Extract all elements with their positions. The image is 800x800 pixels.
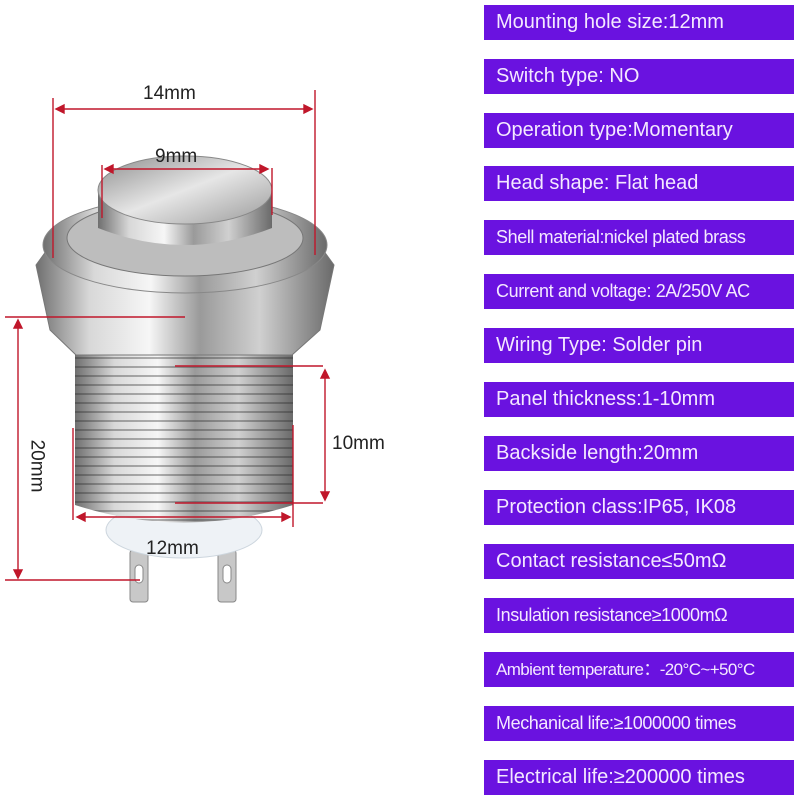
spec-electrical-life: Electrical life:≥200000 times — [484, 760, 794, 795]
spec-switch-type: Switch type: NO — [484, 59, 794, 94]
spec-insulation-resistance: Insulation resistance≥1000mΩ — [484, 598, 794, 633]
push-button-switch-illustration — [5, 90, 335, 603]
dimension-thread-diameter: 12mm — [146, 538, 199, 559]
solder-pins — [129, 549, 237, 603]
dimension-button-diameter: 9mm — [155, 146, 198, 167]
threaded-body — [75, 330, 293, 523]
spec-current-voltage: Current and voltage: 2A/250V AC — [484, 274, 794, 309]
spec-head-shape: Head shape: Flat head — [484, 166, 794, 201]
spec-contact-resistance: Contact resistance≤50mΩ — [484, 544, 794, 579]
flat-head-button — [97, 155, 273, 245]
spec-shell-material: Shell material:nickel plated brass — [484, 220, 794, 255]
spec-protection-class: Protection class:IP65, IK08 — [484, 490, 794, 525]
spec-panel-thickness: Panel thickness:1-10mm — [484, 382, 794, 417]
dimension-lines — [5, 90, 331, 581]
spec-wiring-type: Wiring Type: Solder pin — [484, 328, 794, 363]
spec-ambient-temperature: Ambient temperature：-20°C~+50°C — [484, 652, 794, 687]
dimension-thread-length: 10mm — [332, 433, 385, 454]
spec-operation-type: Operation type:Momentary — [484, 113, 794, 148]
spec-backside-length: Backside length:20mm — [484, 436, 794, 471]
spec-mechanical-life: Mechanical life:≥1000000 times — [484, 706, 794, 741]
spec-mounting-hole: Mounting hole size:12mm — [484, 5, 794, 40]
dimension-backside-length: 20mm — [26, 439, 48, 493]
dimension-overall-width: 14mm — [143, 83, 196, 104]
